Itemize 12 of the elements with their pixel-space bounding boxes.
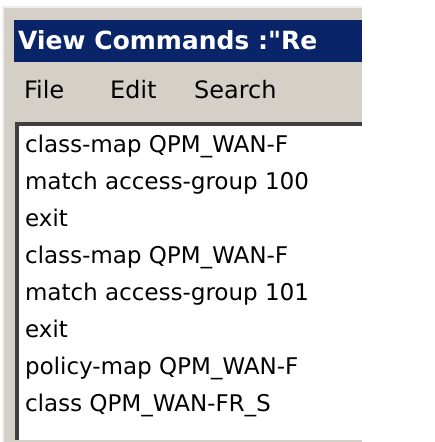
- menu-item: Search: [194, 75, 276, 106]
- command-line: exit: [25, 205, 68, 234]
- menu-item: File: [24, 75, 64, 106]
- command-line: class QPM_WAN-FR_S: [25, 390, 271, 419]
- command-line: policy-map QPM_WAN-F: [25, 353, 298, 382]
- command-line: class-map QPM_WAN-F: [25, 242, 288, 271]
- command-line: match access-group 101: [25, 279, 309, 308]
- menu-item: Edit: [110, 75, 156, 106]
- window-title-bar: View Commands :"Re: [14, 20, 362, 62]
- command-line: match access-group 100: [25, 168, 309, 197]
- command-line: class-map QPM_WAN-F: [25, 131, 288, 160]
- command-line: exit: [25, 316, 68, 345]
